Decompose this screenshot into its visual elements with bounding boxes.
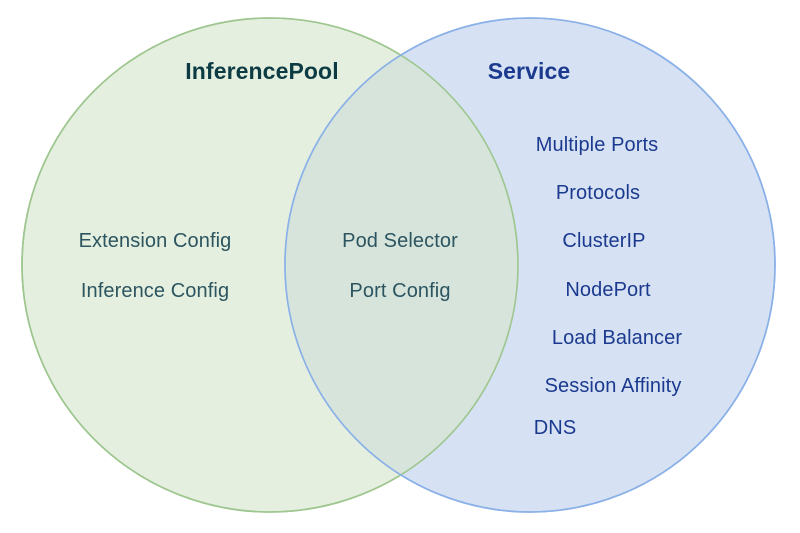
right-item-3: NodePort	[565, 279, 651, 301]
set-left-outline	[21, 17, 519, 513]
intersection-item-1: Port Config	[349, 280, 451, 302]
right-item-4: Load Balancer	[551, 327, 683, 349]
right-item-6: DNS	[533, 417, 577, 439]
set-right-outline	[284, 17, 776, 513]
right-item-1: Protocols	[555, 182, 641, 204]
right-item-5: Session Affinity	[544, 375, 682, 397]
set-intersection-region	[285, 18, 518, 512]
left-item-0: Extension Config	[78, 230, 232, 252]
left-item-1: Inference Config	[80, 280, 230, 302]
set-title-service: Service	[487, 58, 571, 85]
intersection-item-0: Pod Selector	[342, 230, 458, 252]
right-item-0: Multiple Ports	[535, 134, 659, 156]
set-title-inferencepool: InferencePool	[185, 58, 339, 85]
right-item-2: ClusterIP	[562, 230, 646, 252]
